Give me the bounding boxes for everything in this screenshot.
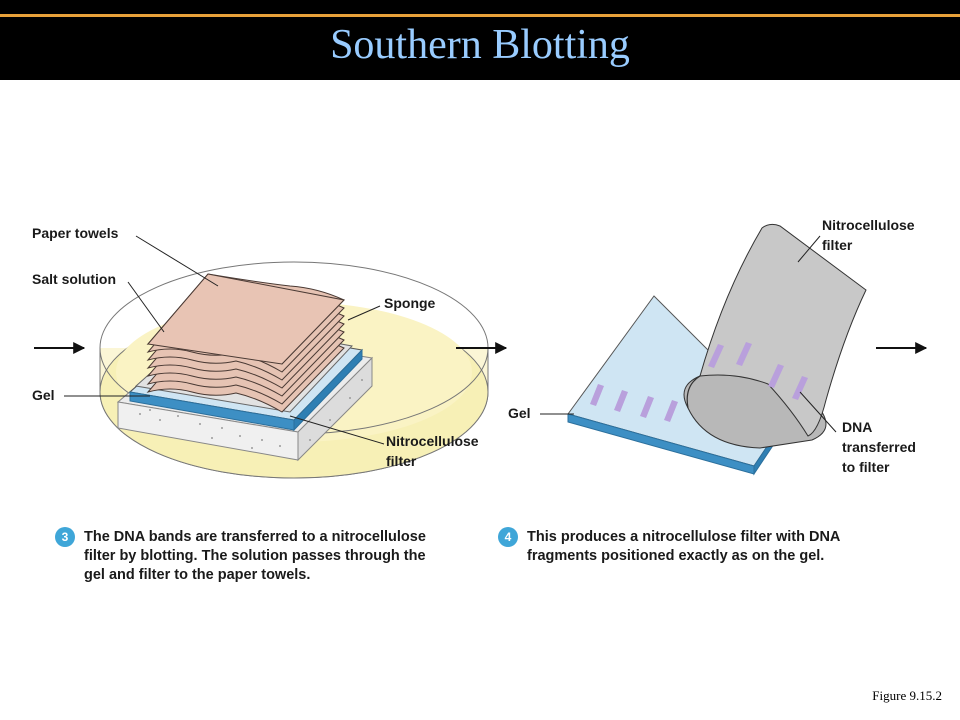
panel-3-leader-lines [64, 235, 385, 445]
label-filter-right-line1: Nitrocellulose [822, 217, 915, 233]
label-gel-right: Gel [508, 405, 531, 421]
step-3-badge [55, 527, 75, 547]
caption-3-line3: gel and filter to the paper towels. [84, 567, 310, 583]
filter-band [792, 376, 808, 400]
title-rule [0, 14, 960, 17]
paper-towel-top [147, 273, 346, 365]
step-4-number: 4 [505, 530, 512, 544]
label-sponge: Sponge [384, 295, 436, 311]
caption-4: 4 This produces a nitrocellulose filter … [498, 527, 841, 564]
gel-dna-bands [590, 384, 678, 422]
caption-4-line2: fragments positioned exactly as on the g… [527, 548, 824, 564]
gel-band [640, 396, 654, 418]
filter-dna-bands [708, 342, 808, 400]
paper-towel-stack [146, 273, 346, 413]
label-gel-left: Gel [32, 387, 55, 403]
page-title: Southern Blotting [330, 22, 630, 68]
label-dna-line1: DNA [842, 419, 872, 435]
title-bar [0, 0, 960, 80]
label-filter-right-line2: filter [822, 237, 853, 253]
filter-band [768, 364, 784, 388]
caption-3-line1: The DNA bands are transferred to a nitro… [84, 529, 426, 545]
panel-4-leader-lines [540, 235, 837, 433]
label-filter-left-line2: filter [386, 453, 417, 469]
sponge-side [297, 356, 373, 462]
label-dna-line2: transferred [842, 439, 916, 455]
label-paper-towels: Paper towels [32, 225, 119, 241]
label-filter-left-line1: Nitrocellulose [386, 433, 479, 449]
gel-side [293, 348, 363, 432]
caption-3: 3 The DNA bands are transferred to a nit… [55, 527, 426, 583]
caption-4-line1: This produces a nitrocellulose filter wi… [527, 529, 841, 545]
step-3-number: 3 [62, 530, 69, 544]
gel-band [614, 390, 628, 412]
label-dna-line3: to filter [842, 459, 890, 475]
figure-reference: Figure 9.15.2 [872, 688, 942, 703]
filter-band [708, 344, 724, 368]
filter-band [736, 342, 752, 366]
panel-3-apparatus [34, 235, 489, 479]
label-salt-solution: Salt solution [32, 271, 116, 287]
panel-4-gel-and-filter [540, 223, 928, 476]
gel-band [590, 384, 604, 406]
step-4-badge [498, 527, 518, 547]
filter-fold-edge [686, 375, 701, 409]
filter-peel-sheet [699, 223, 867, 437]
caption-3-line2: filter by blotting. The solution passes … [84, 548, 426, 564]
gel-band [664, 400, 678, 422]
sponge-speckles [139, 379, 363, 449]
